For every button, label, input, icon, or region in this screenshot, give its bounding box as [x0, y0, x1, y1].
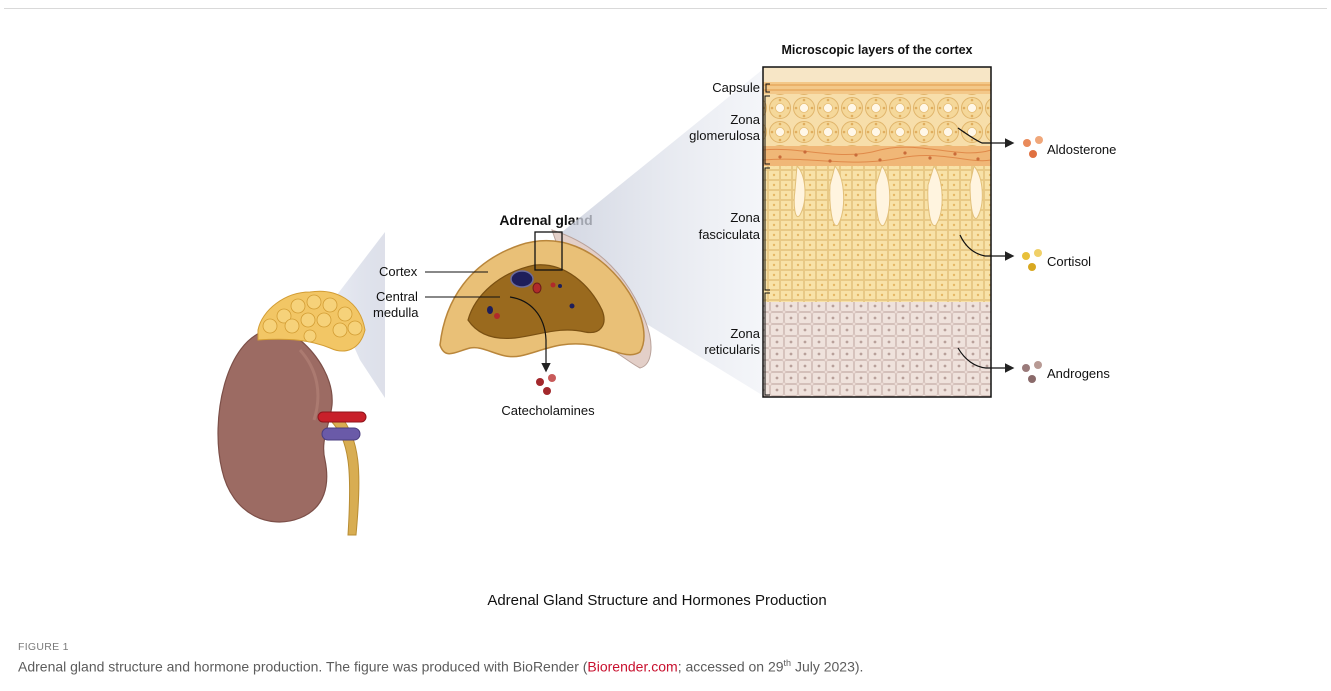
androgens-dot	[1022, 364, 1030, 372]
kidney-illustration	[218, 232, 385, 535]
caption-link[interactable]: Biorender.com	[587, 659, 677, 675]
androgens-label: Androgens	[1047, 366, 1110, 381]
fasciculata-label-line1: Zona	[730, 210, 760, 225]
medulla-label-line1: Central	[376, 289, 418, 304]
catecholamines-label: Catecholamines	[501, 403, 595, 418]
cortisol-label: Cortisol	[1047, 254, 1091, 269]
reticularis-layer	[763, 302, 991, 397]
catecholamine-dots	[536, 374, 556, 395]
kidney	[218, 329, 332, 521]
renal-artery	[318, 412, 366, 422]
androgens-dot	[1034, 361, 1042, 369]
figure-caption: Adrenal gland structure and hormone prod…	[18, 658, 863, 675]
cortex-label: Cortex	[379, 264, 418, 279]
glomerulosa-layer	[763, 94, 991, 146]
renal-vein	[322, 428, 360, 440]
glomerulosa-label-line1: Zona	[730, 112, 760, 127]
capsule-label: Capsule	[712, 80, 760, 95]
figure-label: FIGURE 1	[18, 641, 69, 653]
figure-title: Adrenal Gland Structure and Hormones Pro…	[487, 592, 826, 609]
caption-text-mid: ; accessed on 29	[678, 659, 784, 675]
medulla-label-line2: medulla	[373, 305, 419, 320]
caption-text-end: July 2023).	[791, 659, 863, 675]
aldosterone-dot	[1029, 150, 1037, 158]
adrenal-gland-section: Adrenal gland Cortex Central medulla	[373, 70, 762, 418]
caption-superscript: th	[784, 658, 792, 668]
cortex-panel-title: Microscopic layers of the cortex	[781, 43, 972, 57]
reticularis-label-line2: reticularis	[704, 342, 760, 357]
aldosterone-dot	[1035, 136, 1043, 144]
reticularis-label-line1: Zona	[730, 326, 760, 341]
caption-text-start: Adrenal gland structure and hormone prod…	[18, 659, 587, 675]
cortisol-dot	[1022, 252, 1030, 260]
androgens-dot	[1028, 375, 1036, 383]
capsule-band	[763, 82, 991, 94]
glomerulosa-label-line2: glomerulosa	[689, 128, 761, 143]
aldosterone-dot	[1023, 139, 1031, 147]
cortisol-dot	[1034, 249, 1042, 257]
aldosterone-label: Aldosterone	[1047, 142, 1116, 157]
fasciculata-label-line2: fasciculata	[699, 227, 761, 242]
cortisol-dot	[1028, 263, 1036, 271]
